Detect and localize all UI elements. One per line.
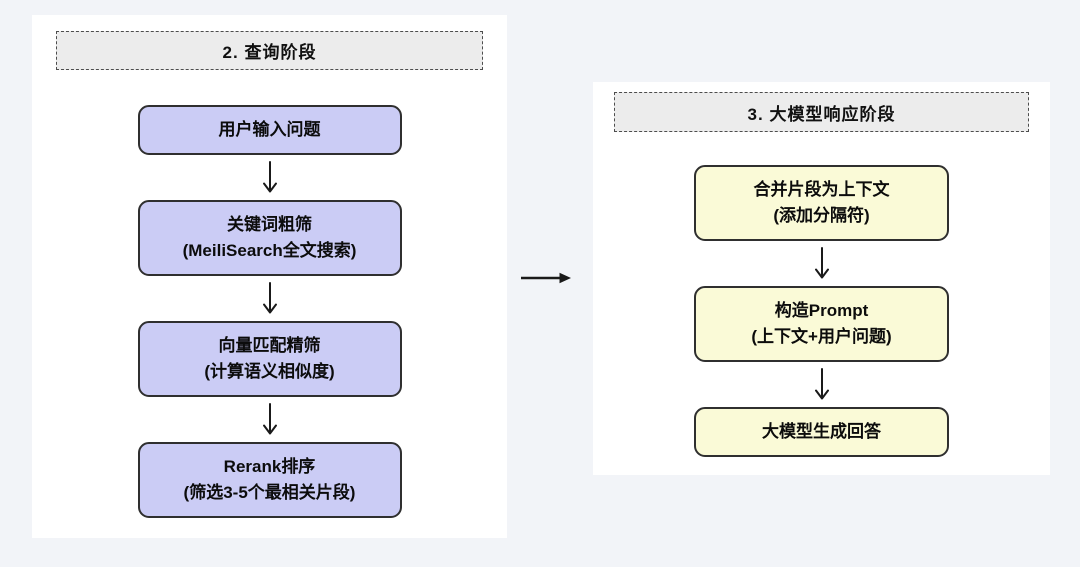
node-label: 合并片段为上下文	[753, 180, 890, 199]
node-user-input-question: 用户输入问题	[137, 105, 402, 155]
node-keyword-coarse-filter: 关键词粗筛 (MeiliSearch全文搜索)	[137, 200, 402, 276]
node-rerank-sort: Rerank排序 (筛选3-5个最相关片段)	[137, 442, 402, 518]
node-llm-generate-answer: 大模型生成回答	[694, 407, 949, 457]
stage-title-query: 2. 查询阶段	[56, 31, 483, 70]
stage-title-llm-response-label: 3. 大模型响应阶段	[747, 104, 896, 124]
down-arrow-icon	[813, 241, 831, 286]
down-arrow-icon	[261, 155, 279, 200]
down-arrow-icon	[261, 276, 279, 321]
node-label: 用户输入问题	[218, 120, 321, 139]
node-vector-match-fine-filter: 向量匹配精筛 (计算语义相似度)	[137, 321, 402, 397]
node-build-prompt: 构造Prompt (上下文+用户问题)	[694, 286, 949, 362]
node-label: 关键词粗筛	[227, 215, 312, 234]
node-sublabel: (MeiliSearch全文搜索)	[182, 241, 357, 260]
node-sublabel: (计算语义相似度)	[204, 362, 335, 381]
node-label: 大模型生成回答	[762, 422, 881, 441]
node-merge-fragments-context: 合并片段为上下文 (添加分隔符)	[694, 165, 949, 241]
panel-query-stage: 2. 查询阶段 用户输入问题 关键词粗筛 (MeiliSearch全文搜索) 向…	[32, 15, 507, 538]
node-sublabel: (筛选3-5个最相关片段)	[183, 483, 356, 502]
node-label: Rerank排序	[223, 457, 316, 476]
down-arrow-icon	[261, 397, 279, 442]
node-label: 构造Prompt	[774, 301, 869, 320]
panel-llm-response-stage: 3. 大模型响应阶段 合并片段为上下文 (添加分隔符) 构造Prompt (上下…	[593, 82, 1050, 475]
node-sublabel: (添加分隔符)	[773, 206, 870, 225]
node-sublabel: (上下文+用户问题)	[751, 327, 892, 346]
stage-connector-right-arrow-icon	[520, 271, 572, 285]
node-label: 向量匹配精筛	[218, 336, 321, 355]
stage-title-query-label: 2. 查询阶段	[222, 43, 317, 62]
stage-title-llm-response: 3. 大模型响应阶段	[614, 92, 1029, 132]
down-arrow-icon	[813, 362, 831, 407]
